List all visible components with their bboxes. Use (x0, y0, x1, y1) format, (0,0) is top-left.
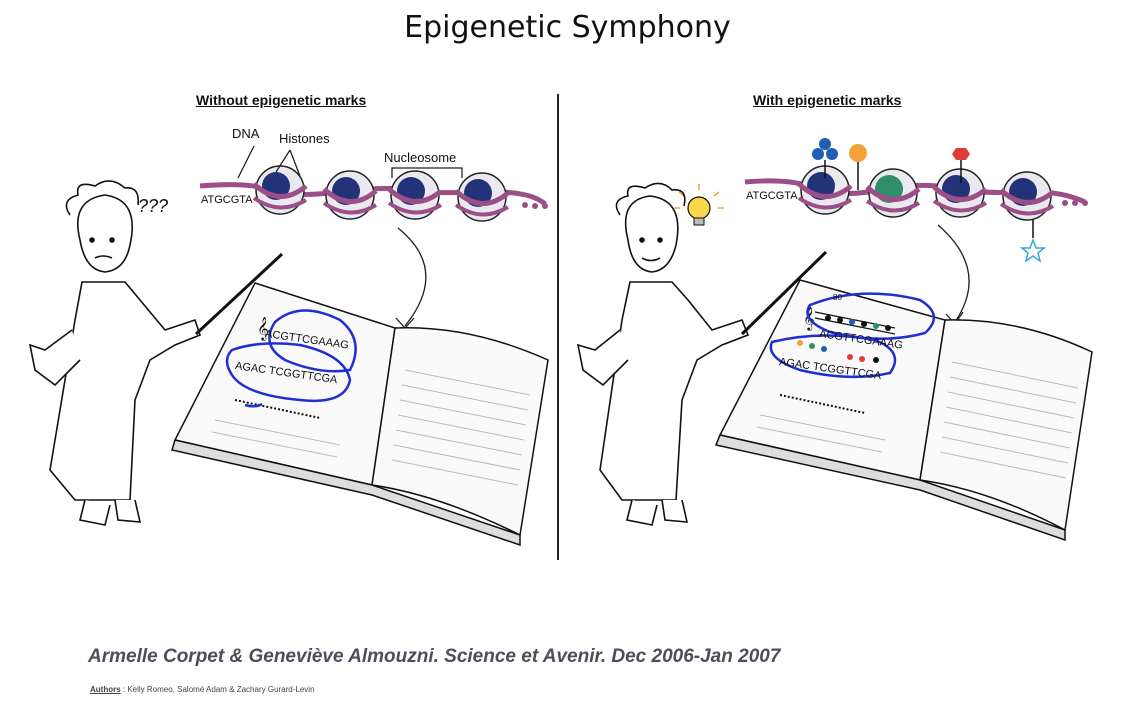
score-number: 80 (833, 293, 842, 302)
lightbulb-icon (674, 184, 724, 226)
left-conductor (28, 180, 284, 526)
left-dna-sequence: ATGCGTA (201, 194, 253, 206)
orange-mark-icon (849, 144, 867, 190)
star-mark-icon (1019, 220, 1047, 263)
left-blue-annotation (225, 309, 357, 408)
right-open-book (714, 279, 1093, 542)
panel-divider (557, 94, 559, 560)
authors-key: Authors (90, 685, 121, 694)
label-dna: DNA (232, 126, 260, 141)
left-nucleosomes (252, 165, 510, 222)
right-blue-annotation (769, 292, 935, 379)
left-open-book (171, 282, 549, 547)
svg-text:𝄞: 𝄞 (257, 316, 269, 341)
page-title: Epigenetic Symphony (404, 10, 731, 45)
citation: Armelle Corpet & Geneviève Almouzni. Sci… (88, 646, 781, 667)
right-conductor (576, 182, 828, 526)
right-panel-heading: With epigenetic marks (753, 92, 902, 108)
music-notes (797, 311, 896, 363)
authors-value: : Kelly Romeo, Salomé Adam & Zachary Gur… (120, 685, 315, 694)
label-histones: Histones (279, 131, 330, 146)
right-arrow (937, 224, 970, 326)
left-treble-clef-icon: 𝄞 (257, 316, 269, 341)
right-dna-sequence: ATGCGTA (746, 190, 798, 202)
club-mark-icon (812, 138, 838, 178)
right-nucleosomes (797, 165, 1055, 221)
left-panel-heading: Without epigenetic marks (196, 92, 367, 108)
red-mark-icon (952, 148, 970, 183)
label-nucleosome: Nucleosome (384, 150, 457, 165)
authors-line: Authors : Kelly Romeo, Salomé Adam & Zac… (90, 685, 315, 694)
left-label-leaders (237, 145, 463, 329)
confusion-marks: ??? (138, 196, 169, 216)
